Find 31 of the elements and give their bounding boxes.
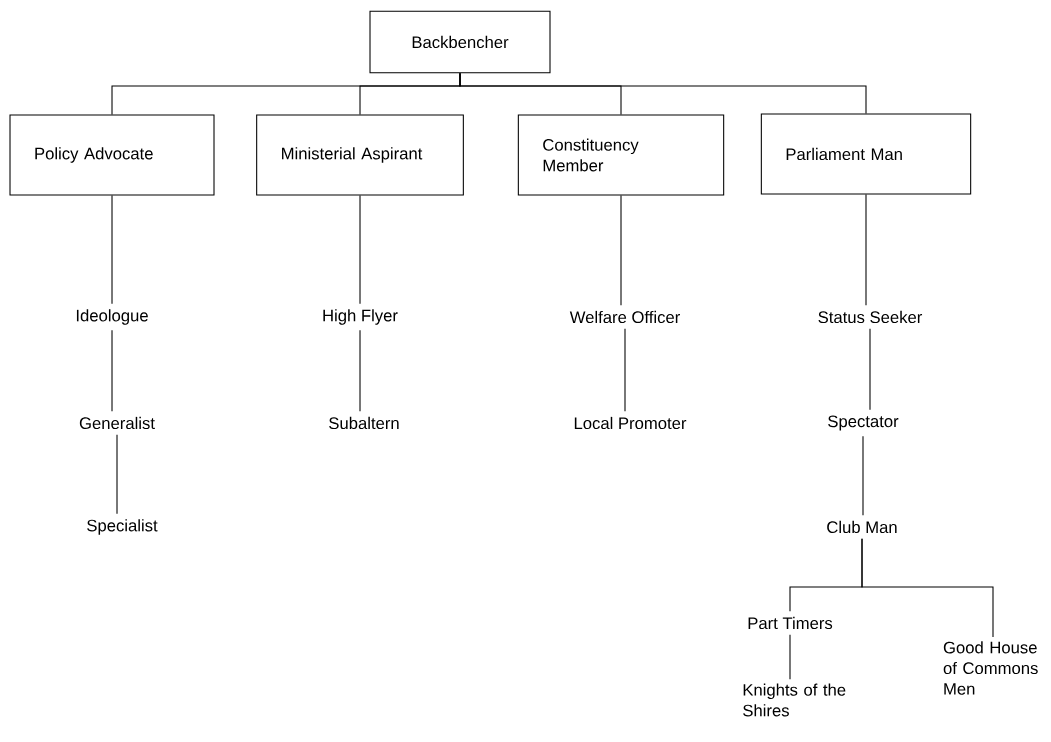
role-label: Welfare Officer (569, 310, 680, 324)
connector-line (862, 435, 864, 516)
role-box: Ministerial Aspirant (256, 114, 464, 196)
role-label: Subaltern (329, 416, 399, 430)
connector-line (869, 328, 871, 411)
role-label: Local Promoter (574, 416, 687, 430)
role-label: High Flyer (323, 309, 398, 325)
connector-line (459, 72, 867, 114)
role-label: Specialist (87, 519, 158, 535)
connector-line (359, 329, 361, 412)
role-label: Good House of Commons Men (943, 641, 1038, 695)
role-label: Generalist (79, 416, 155, 430)
role-label: Ideologue (76, 309, 148, 325)
connector-line (789, 634, 791, 680)
connector-line (116, 434, 118, 515)
role-box: Backbencher (369, 10, 551, 74)
role-label: Status Seeker (818, 310, 923, 324)
role-label: Spectator (828, 415, 899, 431)
role-label: Knights of the Shires (743, 683, 846, 717)
role-label: Part Timers (748, 616, 833, 630)
connector-line (865, 194, 867, 306)
connector-line (620, 195, 622, 306)
role-box: Policy Advocate (9, 114, 215, 196)
role-box: Constituency Member (517, 114, 725, 196)
role-label: Club Man (827, 520, 897, 534)
connector-line (861, 538, 994, 638)
role-box: Parliament Man (760, 113, 972, 195)
connector-line (624, 328, 626, 412)
connector-line (359, 195, 361, 305)
connector-line (111, 329, 113, 412)
connector-line (111, 195, 113, 305)
